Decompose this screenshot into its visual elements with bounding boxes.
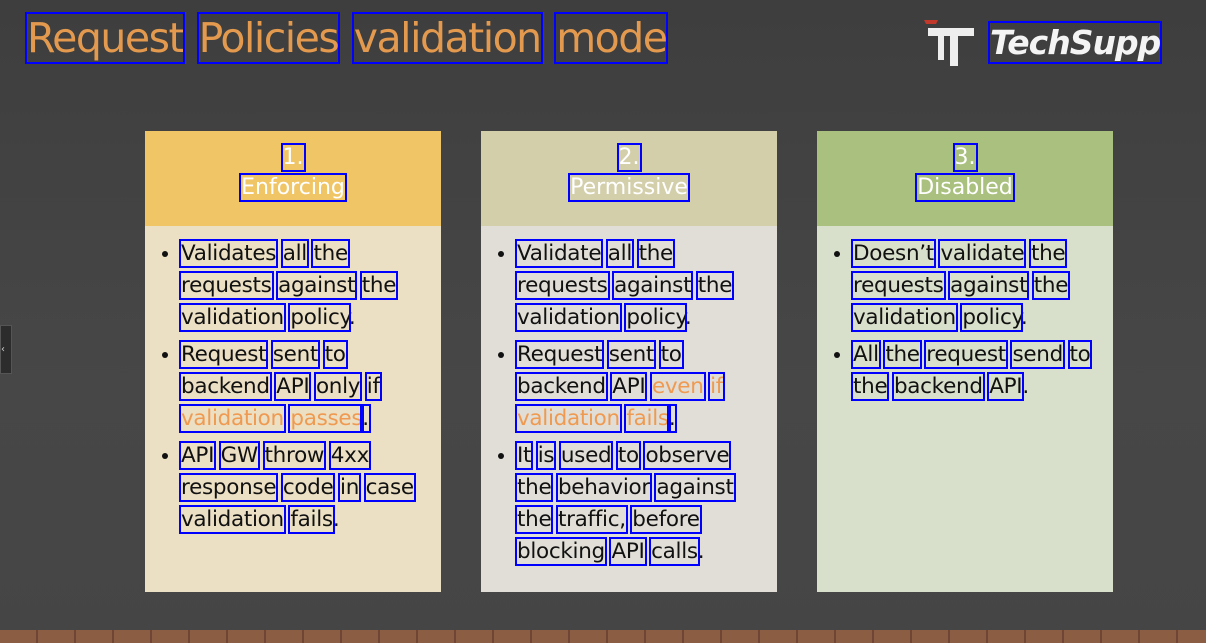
- bullet-text: API GW throw 4xx response code in case v…: [178, 441, 416, 534]
- card-header: 1. Enforcing: [145, 131, 441, 226]
- slide-title: Request Policies validation mode: [24, 12, 669, 64]
- highlighted-text: even if validation fails: [515, 372, 726, 433]
- bullet-text: .: [666, 404, 678, 433]
- bullet-text: .: [360, 404, 371, 433]
- bullet-text: Validate all the requests against the va…: [514, 239, 735, 332]
- mode-card-permissive: 2. PermissiveValidate all the requests a…: [481, 131, 777, 592]
- wood-floor: [0, 630, 1206, 643]
- bullet-text: Validates all the requests against the v…: [178, 239, 399, 332]
- bullet-text: Request sent to backend API only if: [178, 340, 382, 401]
- card-title: Disabled: [915, 173, 1015, 202]
- bullet-item: All the request send to the backend API.: [850, 339, 1103, 403]
- bullet-list: Doesn’t validate the requests against th…: [817, 226, 1113, 403]
- card-number: 2.: [616, 143, 642, 172]
- mode-card-disabled: 3. DisabledDoesn’t validate the requests…: [817, 131, 1113, 592]
- bullet-list: Validates all the requests against the v…: [145, 226, 441, 536]
- brand-name: TechSupp: [987, 20, 1163, 64]
- highlighted-text: validation passes: [179, 404, 365, 433]
- bullet-text: It is used to observe the behavior again…: [514, 441, 736, 566]
- card-number: 1.: [280, 143, 306, 172]
- bullet-list: Validate all the requests against the va…: [481, 226, 777, 568]
- bullet-text: Doesn’t validate the requests against th…: [851, 239, 1071, 332]
- side-panel-handle[interactable]: ‹: [0, 325, 12, 374]
- mode-card-enforcing: 1. EnforcingValidates all the requests a…: [145, 131, 441, 592]
- techsupport-logo: TechSupp: [920, 16, 1163, 68]
- bullet-item: Request sent to backend API even if vali…: [514, 339, 767, 435]
- card-header: 2. Permissive: [481, 131, 777, 226]
- card-title: Enforcing: [239, 173, 347, 202]
- card-header: 3. Disabled: [817, 131, 1113, 226]
- bullet-item: API GW throw 4xx response code in case v…: [178, 440, 431, 536]
- bullet-text: Request sent to backend API: [514, 340, 684, 401]
- logo-t-icon: [920, 16, 982, 68]
- card-number: 3.: [952, 143, 978, 172]
- bullet-item: Doesn’t validate the requests against th…: [851, 238, 1103, 334]
- bullet-text: All the request send to the backend API.: [850, 340, 1093, 401]
- bullet-item: Validates all the requests against the v…: [178, 238, 431, 334]
- bullet-item: Request sent to backend API only if vali…: [178, 339, 431, 435]
- bullet-item: It is used to observe the behavior again…: [514, 440, 767, 568]
- bullet-item: Validate all the requests against the va…: [514, 238, 767, 334]
- card-title: Permissive: [568, 173, 690, 202]
